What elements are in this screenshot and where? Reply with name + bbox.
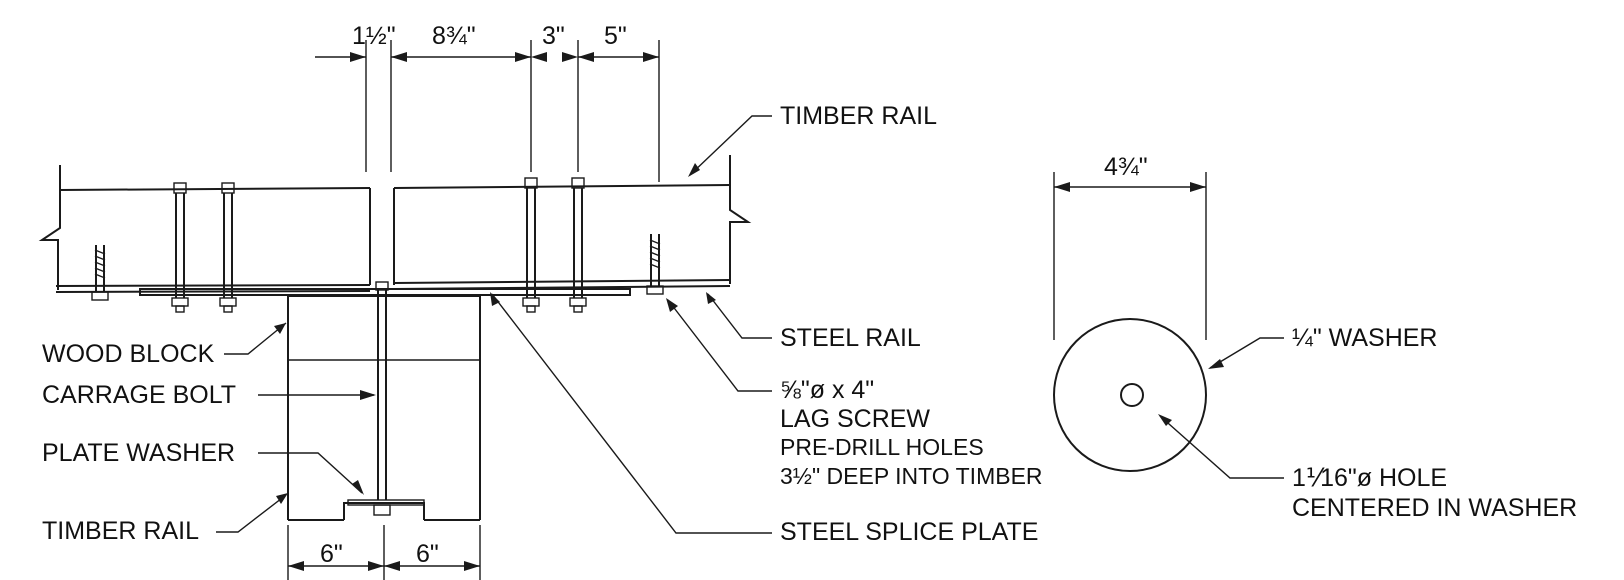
label-carrage-bolt: CARRAGE BOLT	[42, 381, 236, 409]
right-labels: TIMBER RAIL STEEL RAIL ⅝"ø x 4" LAG SCRE…	[490, 102, 1043, 546]
dim-3-in: 3"	[542, 22, 565, 50]
right-timber-rail	[393, 155, 752, 290]
rail-bolts	[171, 177, 587, 313]
svg-text:1⅟16"ø HOLE: 1⅟16"ø HOLE	[1292, 464, 1447, 492]
carriage-bolt	[347, 281, 425, 516]
label-steel-rail: STEEL RAIL	[780, 324, 921, 352]
svg-text:3½" DEEP INTO TIMBER: 3½" DEEP INTO TIMBER	[780, 463, 1043, 489]
dim-6-in-right: 6"	[416, 540, 439, 568]
label-steel-splice-plate: STEEL SPLICE PLATE	[780, 518, 1038, 546]
label-washer: ¼" WASHER	[1292, 324, 1437, 352]
dim-5-in: 5"	[604, 22, 627, 50]
dim-8-75-in: 8¾"	[432, 22, 476, 50]
label-timber-rail-bottom: TIMBER RAIL	[42, 517, 199, 545]
washer-hole	[1120, 383, 1144, 407]
lag-screws	[91, 234, 664, 301]
svg-text:PRE-DRILL HOLES: PRE-DRILL HOLES	[780, 434, 984, 460]
label-hole: 1⅟16"ø HOLE CENTERED IN WASHER	[1292, 464, 1577, 522]
washer-detail: 4¾" ¼" WASHER 1⅟16"ø HOLE CENTERED IN WA…	[1053, 153, 1577, 522]
bottom-dimension-string: 6" 6"	[287, 525, 481, 580]
svg-text:LAG SCREW: LAG SCREW	[780, 405, 930, 433]
label-plate-washer: PLATE WASHER	[42, 439, 235, 467]
dim-6-in-left: 6"	[320, 540, 343, 568]
left-timber-rail	[38, 165, 371, 293]
dim-washer-width: 4¾"	[1104, 153, 1148, 181]
label-timber-rail-top: TIMBER RAIL	[780, 102, 937, 130]
svg-text:⅝"ø x 4": ⅝"ø x 4"	[780, 376, 874, 404]
left-labels: WOOD BLOCK CARRAGE BOLT PLATE WASHER TIM…	[42, 322, 376, 545]
label-lag-screw: ⅝"ø x 4" LAG SCREW PRE-DRILL HOLES 3½" D…	[780, 376, 1043, 489]
svg-text:CENTERED IN WASHER: CENTERED IN WASHER	[1292, 494, 1577, 522]
dim-1-5-in: 1½"	[352, 22, 396, 50]
wood-block	[287, 295, 481, 521]
top-dimension-string: 1½" 8¾" 3" 5"	[315, 22, 660, 182]
washer-circle	[1053, 318, 1207, 472]
label-wood-block: WOOD BLOCK	[42, 340, 215, 368]
